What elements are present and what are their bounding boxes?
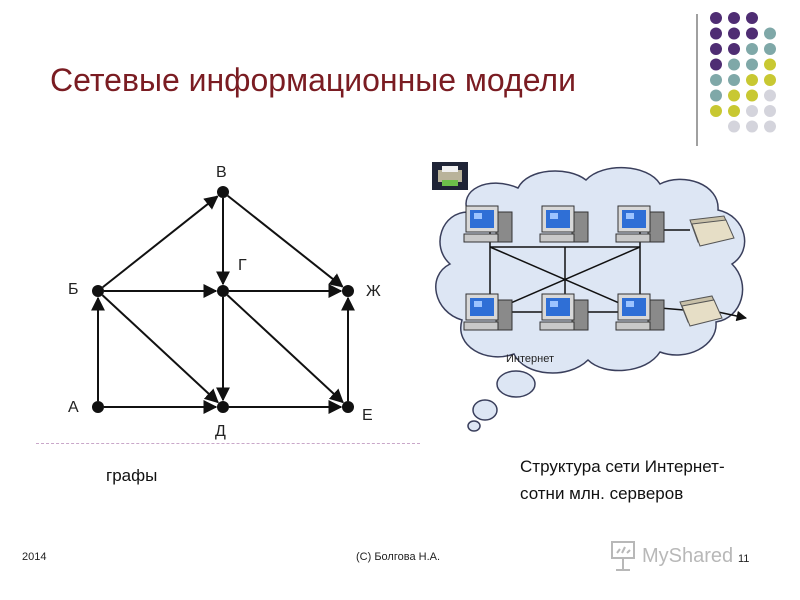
- graph-node-label: В: [216, 164, 227, 181]
- graph-baseline: [36, 443, 420, 444]
- decorative-dot: [728, 89, 740, 102]
- decorative-dot: [764, 58, 776, 71]
- watermark-text: MyShared: [642, 545, 733, 567]
- graph-node: [217, 285, 229, 297]
- decorative-dot-grid: [710, 12, 776, 133]
- graph-node: [342, 285, 354, 297]
- decorative-dot: [710, 43, 722, 55]
- network-caption: Структура сети Интернет- сотни млн. серв…: [520, 453, 725, 507]
- presentation-icon: [611, 541, 635, 571]
- printer-icon: [432, 162, 468, 190]
- decorative-dot: [764, 105, 776, 117]
- cloud-bubble: [467, 420, 481, 432]
- decorative-dot: [746, 43, 758, 55]
- decorative-dot: [746, 89, 758, 102]
- graph-edge: [101, 294, 219, 404]
- folder-icon: [689, 215, 735, 247]
- decorative-dot: [728, 58, 740, 71]
- decorative-dot: [764, 89, 776, 102]
- network-caption-line1: Структура сети Интернет-: [520, 457, 725, 476]
- cloud-bubble: [472, 399, 498, 421]
- decorative-dot: [710, 74, 722, 86]
- decorative-dot: [728, 74, 740, 86]
- server-computer-icon: [539, 293, 589, 331]
- graph-node-label: Е: [362, 407, 373, 424]
- decorative-dot: [728, 27, 740, 40]
- decorative-dot: [728, 12, 740, 24]
- graph-node-label: Г: [238, 257, 247, 274]
- footer-year: 2014: [22, 551, 47, 563]
- graph-node: [342, 401, 354, 413]
- server-computer-icon: [463, 293, 513, 331]
- cloud-shape: [435, 167, 746, 374]
- decorative-dot: [710, 27, 722, 40]
- internet-cloud-diagram: Интернет: [432, 162, 748, 432]
- server-computer-icon: [539, 205, 589, 243]
- server-computer-icon: [463, 205, 513, 243]
- graph-node-label: А: [68, 399, 79, 416]
- server-computer-icon: [615, 205, 665, 243]
- decorative-dot: [764, 120, 776, 133]
- folder-icon: [679, 295, 723, 327]
- decorative-dot: [728, 120, 740, 133]
- network-caption-line2: сотни млн. серверов: [520, 484, 684, 503]
- decorative-dot: [728, 43, 740, 55]
- internet-label: Интернет: [506, 353, 554, 365]
- decorative-dot: [710, 105, 722, 117]
- decorative-dot: [710, 12, 722, 24]
- graph-diagram: А Б В Г Д Е Ж: [68, 164, 381, 440]
- decorative-dot: [746, 105, 758, 117]
- graph-edge: [226, 294, 344, 404]
- decorative-dot: [764, 43, 776, 55]
- graph-node-label: Д: [215, 423, 226, 440]
- decorative-dot: [746, 27, 758, 40]
- slide-title: Сетевые информационные модели: [50, 62, 576, 98]
- decorative-dot: [728, 105, 740, 117]
- decorative-dot: [746, 58, 758, 71]
- cloud-bubble: [496, 370, 536, 398]
- graph-node: [92, 285, 104, 297]
- decorative-dot: [746, 74, 758, 86]
- decorative-dot: [764, 74, 776, 86]
- footer-page: 11: [738, 553, 749, 565]
- footer-author: (С) Болгова Н.А.: [356, 551, 441, 563]
- server-computer-icon: [615, 293, 665, 331]
- graph-node: [217, 186, 229, 198]
- decorative-dot: [764, 27, 776, 40]
- title-divider: [696, 14, 698, 146]
- graph-edge: [102, 195, 219, 289]
- decorative-dot: [746, 120, 758, 133]
- decorative-dot: [710, 89, 722, 102]
- graph-node: [92, 401, 104, 413]
- graph-edge: [227, 194, 344, 288]
- graph-node: [217, 401, 229, 413]
- graph-node-label: Ж: [366, 283, 381, 300]
- graph-node-label: Б: [68, 281, 79, 298]
- graph-caption: графы: [106, 466, 158, 485]
- decorative-dot: [746, 12, 758, 24]
- decorative-dot: [710, 58, 722, 71]
- watermark-logo: MyShared 11: [611, 541, 749, 571]
